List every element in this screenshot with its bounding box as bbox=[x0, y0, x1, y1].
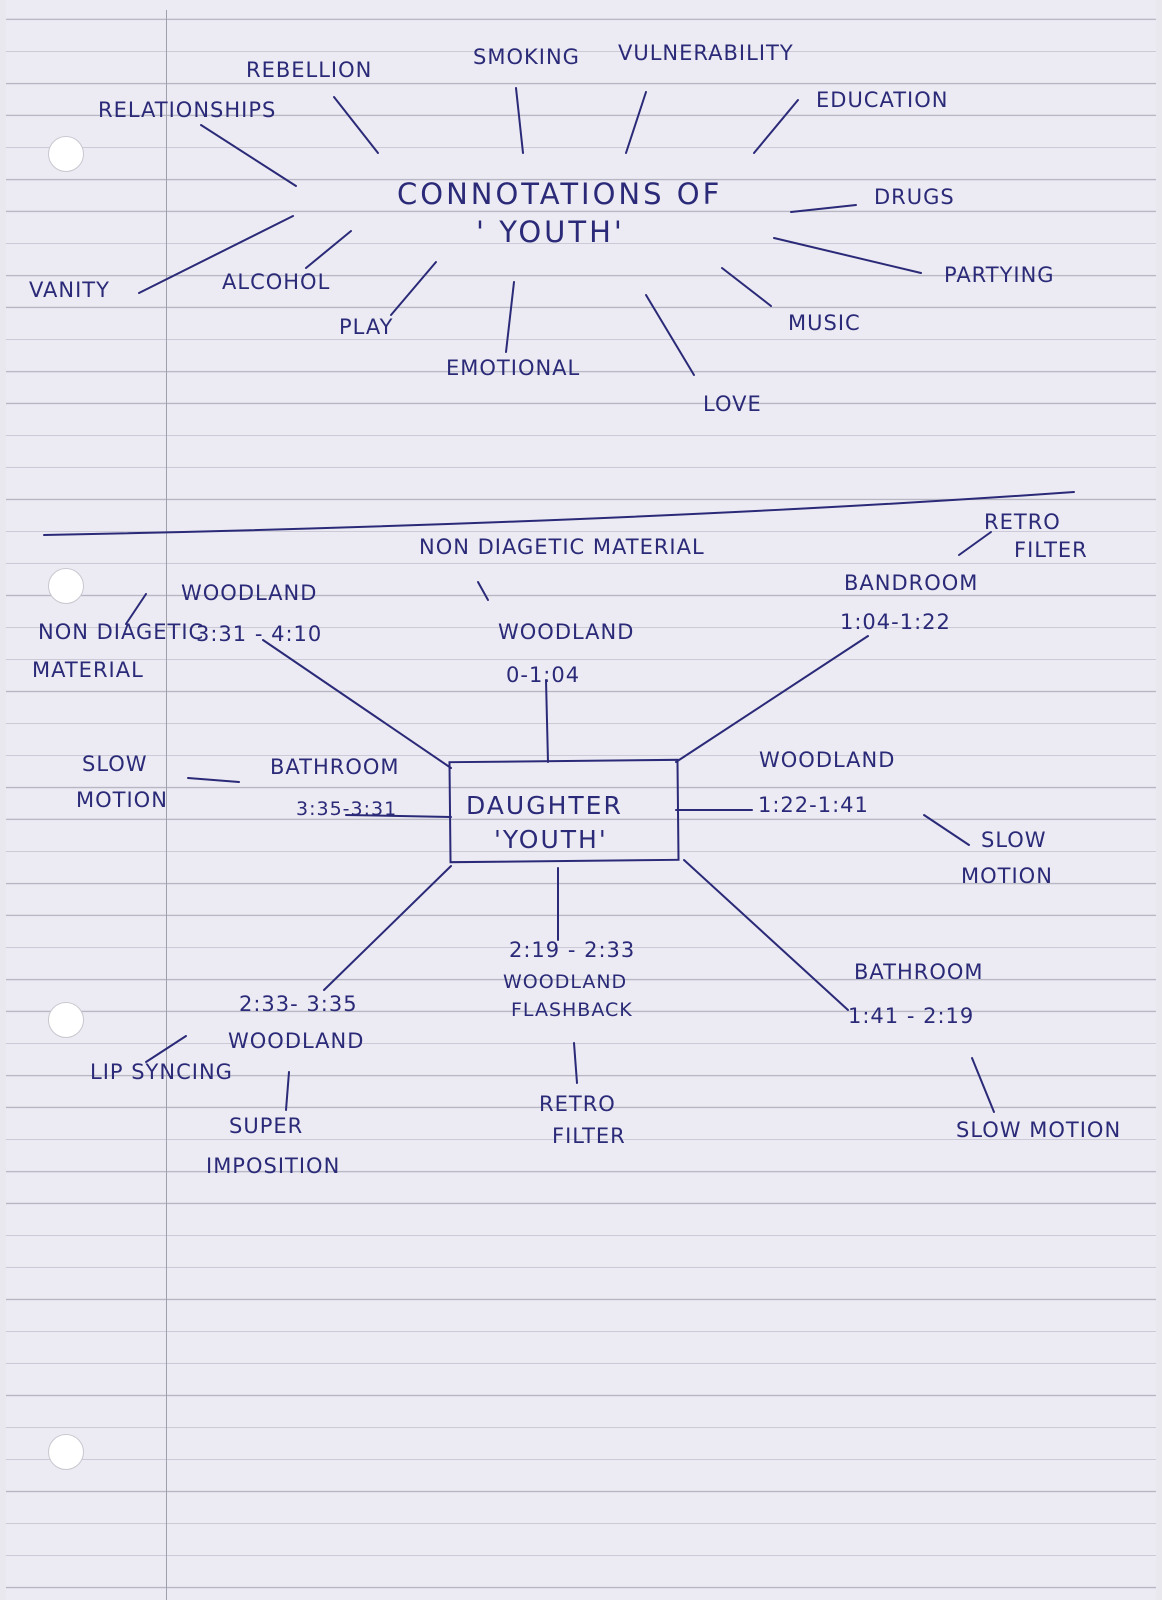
connector-education bbox=[753, 99, 799, 154]
note-non-diagetic-top: NON DIAGETIC MATERIAL bbox=[419, 535, 705, 559]
scene-left-place: BATHROOM bbox=[270, 755, 400, 779]
top-center-title-line1: CONNOTATIONS OF bbox=[397, 177, 723, 211]
note-super-imposition-line2: IMPOSITION bbox=[206, 1154, 341, 1178]
scene-bottom-place: WOODLAND bbox=[503, 971, 628, 993]
connector-woodland-0 bbox=[545, 679, 549, 763]
scene-right-time: 1:22-1:41 bbox=[758, 793, 869, 817]
punch-hole bbox=[48, 568, 84, 604]
branch-partying: PARTYING bbox=[944, 263, 1055, 287]
tick-slow-motion-left bbox=[187, 777, 240, 783]
top-center-title-line2: ' YOUTH' bbox=[476, 215, 625, 249]
connector-drugs bbox=[790, 204, 857, 213]
branch-alcohol: ALCOHOL bbox=[222, 270, 331, 294]
mind-map-connector-lines bbox=[43, 87, 1075, 1113]
bottom-center-title-line2: 'YOUTH' bbox=[494, 825, 608, 854]
connector-play bbox=[390, 261, 437, 316]
punch-hole bbox=[48, 1002, 84, 1038]
scene-top-left-time: 3:31 - 4:10 bbox=[196, 622, 323, 646]
connector-relationships bbox=[200, 124, 297, 187]
scene-top-time: 0-1:04 bbox=[506, 663, 581, 687]
scene-bottom-right-time: 1:41 - 2:19 bbox=[848, 1004, 975, 1028]
scene-right-place: WOODLAND bbox=[759, 748, 896, 772]
connector-emotional bbox=[505, 281, 515, 353]
scene-bottom-left-place: WOODLAND bbox=[228, 1029, 365, 1053]
scene-bottom-right-place: BATHROOM bbox=[854, 960, 984, 984]
punch-hole bbox=[48, 1434, 84, 1470]
scene-top-right-place: BANDROOM bbox=[844, 571, 979, 595]
tick-slow-motion-bottom bbox=[971, 1057, 995, 1113]
tick-slow-motion-right bbox=[923, 814, 970, 846]
branch-drugs: DRUGS bbox=[874, 185, 955, 209]
tick-non-diagetic-left bbox=[125, 593, 147, 625]
note-slow-motion-left-line2: MOTION bbox=[76, 788, 168, 812]
scene-top-place: WOODLAND bbox=[498, 620, 635, 644]
connector-bathroom-335 bbox=[345, 814, 452, 818]
connector-partying bbox=[773, 237, 922, 274]
scene-bottom-time: 2:19 - 2:33 bbox=[509, 938, 636, 962]
scene-top-left-place: WOODLAND bbox=[181, 581, 318, 605]
connector-woodland-331 bbox=[262, 639, 452, 769]
note-super-imposition-line1: SUPER bbox=[229, 1114, 304, 1138]
note-retro-filter-bottom-line2: FILTER bbox=[552, 1124, 626, 1148]
branch-music: MUSIC bbox=[788, 311, 861, 335]
branch-emotional: EMOTIONAL bbox=[446, 356, 581, 380]
tick-retro-filter-top bbox=[958, 531, 992, 556]
note-retro-filter-top-line2: FILTER bbox=[1014, 538, 1088, 562]
tick-retro-filter-bottom bbox=[573, 1042, 578, 1084]
connector-love bbox=[645, 294, 695, 376]
note-slow-motion-right-line1: SLOW bbox=[981, 828, 1047, 852]
lined-paper-page: CONNOTATIONS OF ' YOUTH' REBELLION SMOKI… bbox=[6, 0, 1156, 1600]
note-slow-motion-bottom: SLOW MOTION bbox=[956, 1118, 1122, 1142]
tick-lip-syncing bbox=[145, 1035, 187, 1063]
connector-vanity bbox=[138, 215, 294, 294]
scene-top-right-time: 1:04-1:22 bbox=[840, 610, 951, 634]
note-non-diagetic-left-line1: NON DIAGETIC bbox=[38, 620, 205, 644]
branch-relationships: RELATIONSHIPS bbox=[98, 98, 277, 122]
branch-education: EDUCATION bbox=[816, 88, 949, 112]
connector-alcohol bbox=[305, 230, 352, 269]
tick-super-imposition bbox=[285, 1071, 290, 1111]
scene-left-time: 3:35-3:31 bbox=[296, 798, 398, 820]
connector-smoking bbox=[515, 87, 524, 154]
branch-love: LOVE bbox=[703, 392, 762, 416]
branch-smoking: SMOKING bbox=[473, 45, 580, 69]
note-non-diagetic-left-line2: MATERIAL bbox=[32, 658, 144, 682]
branch-play: PLAY bbox=[339, 315, 394, 339]
scene-bottom-left-time: 2:33- 3:35 bbox=[239, 992, 358, 1016]
connector-woodland-233 bbox=[323, 865, 452, 991]
divider-line bbox=[43, 491, 1075, 536]
connector-bandroom bbox=[675, 635, 869, 763]
connector-bathroom-141 bbox=[683, 859, 849, 1011]
tick-non-diagetic-top bbox=[477, 581, 489, 601]
connector-vulnerability bbox=[625, 91, 647, 154]
scene-bottom-flashback: FLASHBACK bbox=[511, 999, 633, 1021]
connector-music bbox=[721, 267, 772, 307]
note-retro-filter-bottom-line1: RETRO bbox=[539, 1092, 616, 1116]
margin-line bbox=[166, 10, 167, 1600]
connector-rebellion bbox=[333, 96, 379, 154]
branch-vanity: VANITY bbox=[29, 278, 110, 302]
note-slow-motion-right-line2: MOTION bbox=[961, 864, 1053, 888]
note-slow-motion-left-line1: SLOW bbox=[82, 752, 148, 776]
note-retro-filter-top-line1: RETRO bbox=[984, 510, 1061, 534]
branch-rebellion: REBELLION bbox=[246, 58, 373, 82]
bottom-center-title-line1: DAUGHTER bbox=[466, 791, 623, 820]
branch-vulnerability: VULNERABILITY bbox=[618, 41, 794, 65]
punch-hole bbox=[48, 136, 84, 172]
note-lip-syncing: LIP SYNCING bbox=[90, 1060, 233, 1084]
